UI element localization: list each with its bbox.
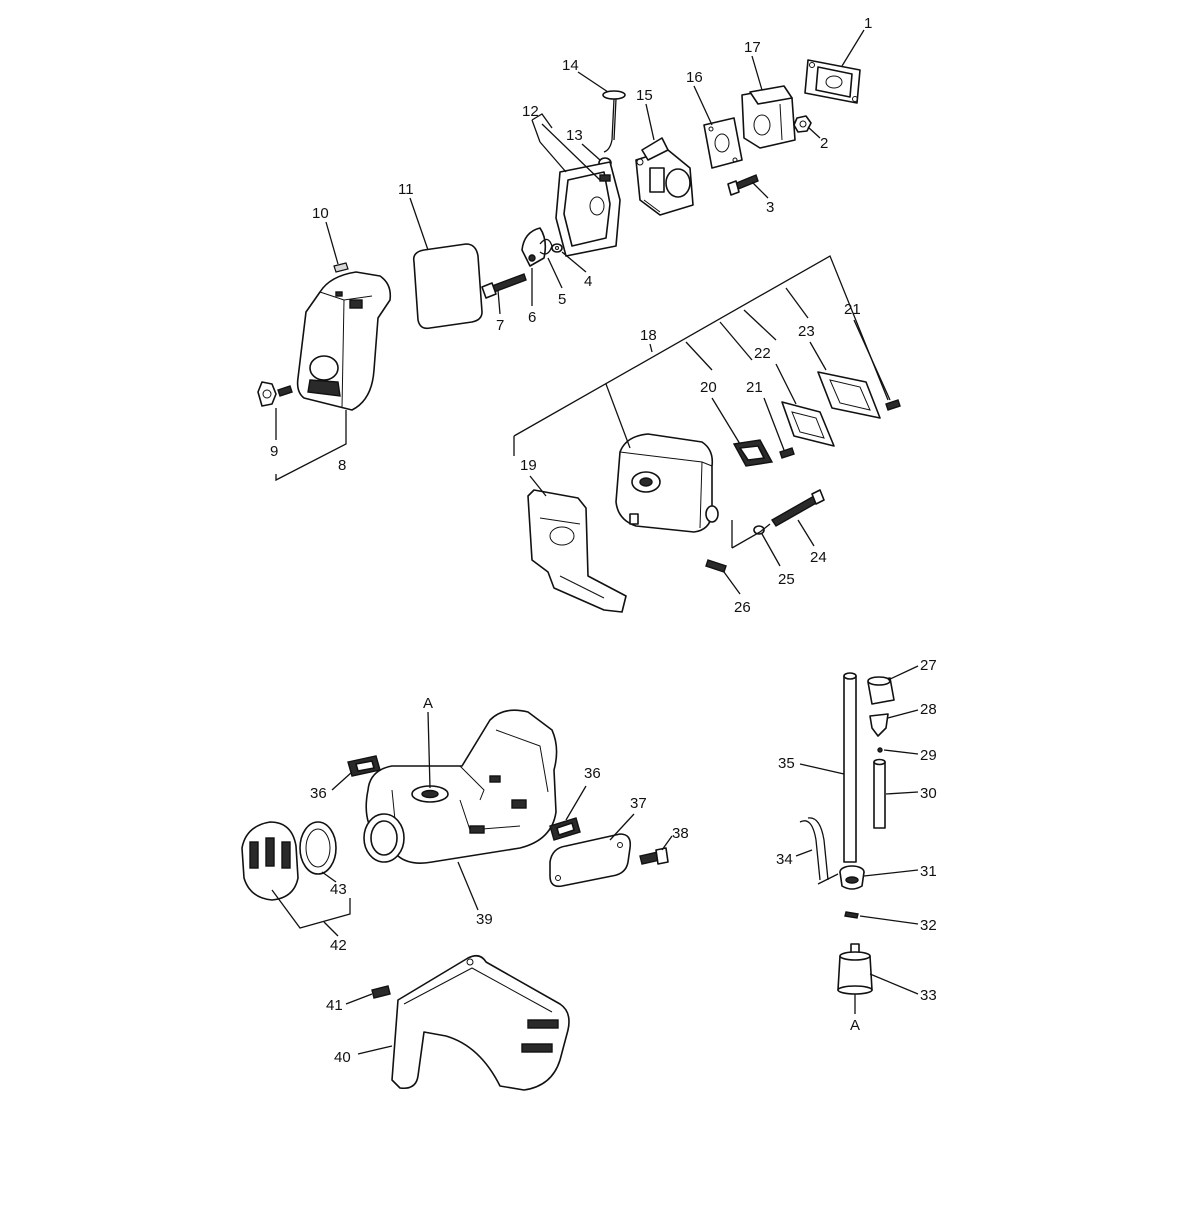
callout-29: 29 [920, 747, 937, 764]
callout-5: 5 [558, 291, 566, 308]
callout-14: 14 [562, 57, 579, 74]
part-43-cap-gasket [299, 821, 337, 875]
part-32-clip [844, 911, 859, 919]
callout-21-upper: 21 [844, 301, 861, 318]
part-8-air-cleaner-cover [296, 271, 392, 411]
part-11-air-filter [412, 243, 483, 330]
callout-21-lower: 21 [746, 379, 763, 396]
part-35-fuel-line [843, 672, 857, 863]
callout-32: 32 [920, 917, 937, 934]
part-25-washer [753, 525, 765, 535]
part-33-fuel-filter [837, 943, 873, 995]
callout-35: 35 [778, 755, 795, 772]
callout-16: 16 [686, 69, 703, 86]
callout-36-left: 36 [310, 785, 327, 802]
part-41-screw [371, 985, 391, 999]
part-22-gasket [781, 401, 835, 447]
part-10-label [333, 262, 349, 273]
callout-8: 8 [338, 457, 346, 474]
callout-12: 12 [522, 103, 539, 120]
part-14-choke-knob [602, 90, 626, 153]
callout-37: 37 [630, 795, 647, 812]
part-15-carburetor [635, 137, 694, 216]
callout-30: 30 [920, 785, 937, 802]
part-18-muffler [615, 433, 719, 533]
callout-2: 2 [820, 135, 828, 152]
callout-labels: 1 2 3 4 5 6 7 8 9 10 11 12 13 14 15 16 1… [270, 15, 937, 1066]
callout-15: 15 [636, 87, 653, 104]
callout-18: 18 [640, 327, 657, 344]
callout-24: 24 [810, 549, 827, 566]
part-16-gasket [703, 117, 743, 169]
part-6-choke-plate [521, 227, 547, 267]
marker-a-tank: A [423, 695, 433, 712]
callout-9: 9 [270, 443, 278, 460]
callout-33: 33 [920, 987, 937, 1004]
callout-20: 20 [700, 379, 717, 396]
part-27-grommet [867, 676, 895, 705]
callout-41: 41 [326, 997, 343, 1014]
marker-a-filter: A [850, 1017, 860, 1034]
part-19-heat-shield [527, 489, 627, 613]
part-36-grommet-right [549, 817, 581, 841]
part-34-curved-hose [799, 817, 829, 881]
callout-31: 31 [920, 863, 937, 880]
callout-3: 3 [766, 199, 774, 216]
callout-10: 10 [312, 205, 329, 222]
callout-36-right: 36 [584, 765, 601, 782]
part-21-screw-upper [885, 399, 901, 411]
part-23-cover-plate [817, 371, 881, 419]
part-3-bolt [727, 174, 759, 196]
leader-lines [271, 29, 919, 1055]
part-24-long-bolt [771, 489, 825, 527]
part-42-fuel-cap [241, 821, 299, 901]
callout-6: 6 [528, 309, 536, 326]
part-2-nut [793, 115, 812, 133]
part-1-gasket-plate [804, 59, 861, 104]
callout-23: 23 [798, 323, 815, 340]
part-29-clip [877, 747, 883, 753]
callout-28: 28 [920, 701, 937, 718]
callout-17: 17 [744, 39, 761, 56]
part-36-grommet-left [347, 755, 381, 777]
callout-43: 43 [330, 881, 347, 898]
callout-34: 34 [776, 851, 793, 868]
part-4-washer [551, 243, 563, 253]
part-26-screw [705, 559, 727, 573]
part-37-plate [549, 833, 632, 888]
part-30-tube [873, 758, 886, 829]
part-39-fuel-tank [365, 709, 558, 864]
part-28-fitting [869, 713, 889, 737]
part-17-insulator-block [741, 85, 796, 149]
callout-19: 19 [520, 457, 537, 474]
part-40-frame [391, 954, 570, 1091]
callout-25: 25 [778, 571, 795, 588]
callout-4: 4 [584, 273, 592, 290]
callout-26: 26 [734, 599, 751, 616]
part-31-base-grommet [839, 865, 865, 890]
callout-13: 13 [566, 127, 583, 144]
part-21-screw-lower [779, 447, 795, 459]
part-7-screw [481, 273, 527, 299]
part-9-knob [257, 381, 293, 407]
callout-40: 40 [334, 1049, 351, 1066]
callout-39: 39 [476, 911, 493, 928]
callout-27: 27 [920, 657, 937, 674]
part-38-screw [639, 847, 669, 865]
callout-22: 22 [754, 345, 771, 362]
callout-11: 11 [398, 181, 414, 198]
tank-filler-neck [363, 813, 405, 863]
part-20-spark-arrester [732, 439, 774, 467]
callout-38: 38 [672, 825, 689, 842]
callout-7: 7 [496, 317, 504, 334]
part-12-air-cleaner-base [555, 161, 621, 257]
callout-42: 42 [330, 937, 347, 954]
callout-1: 1 [864, 15, 872, 32]
